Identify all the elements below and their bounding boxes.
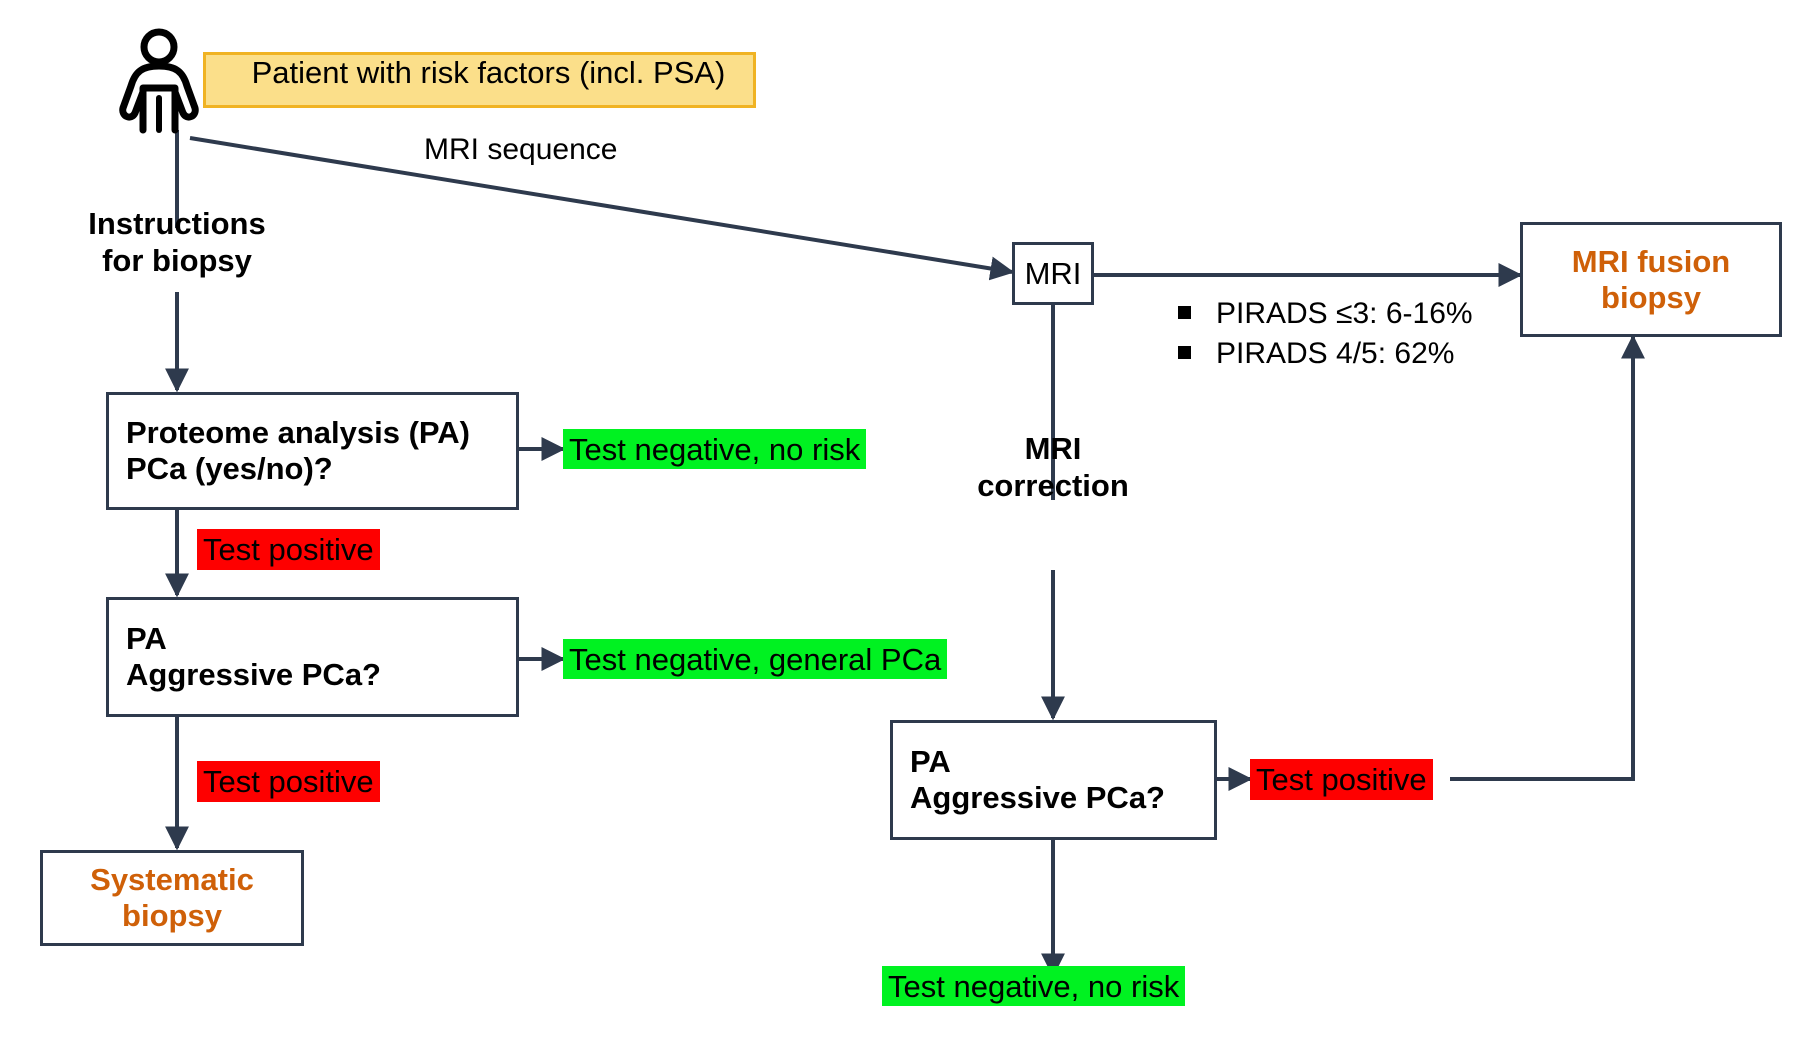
pirads-note-text: PIRADS ≤3: 6-16%	[1216, 297, 1473, 330]
edge-label-mri-correction: MRI correction	[968, 430, 1138, 504]
patient-risk-banner: Patient with risk factors (incl. PSA)	[203, 52, 756, 108]
systematic-biopsy-line-1: Systematic	[90, 862, 254, 898]
pirads-note-text: PIRADS 4/5: 62%	[1216, 337, 1455, 370]
edge-label-mri-sequence: MRI sequence	[424, 133, 618, 166]
pirads-notes-list: PIRADS ≤3: 6-16% PIRADS 4/5: 62%	[1178, 297, 1473, 377]
pirads-note-item: PIRADS ≤3: 6-16%	[1178, 297, 1473, 331]
systematic-biopsy-line-2: biopsy	[122, 898, 222, 933]
node-pa-aggressive-left[interactable]: PA Aggressive PCa?	[106, 597, 519, 717]
mri-correction-line-1: MRI	[1024, 431, 1082, 466]
node-systematic-biopsy[interactable]: Systematic biopsy	[40, 850, 304, 946]
square-bullet-icon	[1178, 306, 1191, 319]
patient-risk-banner-label: Patient with risk factors (incl. PSA)	[251, 55, 726, 90]
square-bullet-icon	[1178, 346, 1191, 359]
pa-aggressive-right-line-2: Aggressive PCa?	[910, 780, 1165, 815]
pa-aggressive-left-line-1: PA	[126, 621, 167, 657]
person-icon	[118, 28, 200, 141]
chip-test-positive-lower: Test positive	[197, 761, 380, 802]
pa-aggressive-right-line-1: PA	[910, 744, 951, 780]
node-mri[interactable]: MRI	[1012, 242, 1094, 305]
pirads-note-item: PIRADS 4/5: 62%	[1178, 337, 1473, 371]
chip-test-negative-general-pca: Test negative, general PCa	[563, 639, 948, 679]
node-proteome-analysis[interactable]: Proteome analysis (PA) PCa (yes/no)?	[106, 392, 519, 510]
proteome-analysis-line-2: PCa (yes/no)?	[126, 451, 333, 486]
chip-test-negative-no-risk-bottom: Test negative, no risk	[882, 966, 1186, 1006]
chip-test-positive-upper: Test positive	[197, 529, 380, 570]
mri-fusion-biopsy-line-2: biopsy	[1601, 279, 1701, 315]
proteome-analysis-line-1: Proteome analysis (PA)	[126, 415, 470, 451]
edge-positive-to-fusion-biopsy	[1450, 334, 1645, 781]
node-mri-fusion-biopsy[interactable]: MRI fusion biopsy	[1520, 222, 1782, 337]
chip-test-negative-no-risk-top: Test negative, no risk	[563, 429, 867, 469]
edge-label-instructions-for-biopsy: Instructions for biopsy	[88, 205, 265, 279]
instructions-line-1: Instructions	[88, 206, 266, 241]
chip-test-positive-right: Test positive	[1250, 759, 1433, 800]
pa-aggressive-left-line-2: Aggressive PCa?	[126, 657, 381, 692]
mri-fusion-biopsy-line-1: MRI fusion	[1571, 243, 1731, 279]
instructions-line-2: for biopsy	[102, 243, 252, 279]
node-pa-aggressive-right[interactable]: PA Aggressive PCa?	[890, 720, 1217, 840]
mri-correction-line-2: correction	[977, 468, 1129, 504]
node-mri-label: MRI	[1024, 255, 1082, 291]
